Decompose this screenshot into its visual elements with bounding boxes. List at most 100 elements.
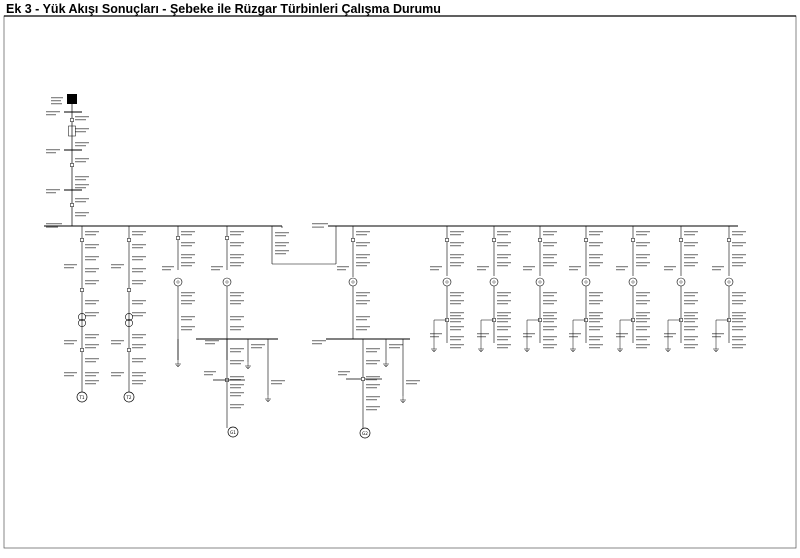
wind-turbine-hub (584, 280, 588, 284)
feeder-result (85, 300, 99, 302)
coupler-result (275, 253, 286, 255)
feeder-result (636, 339, 647, 341)
feeder-result (684, 234, 695, 236)
coupler-result (275, 235, 286, 237)
feeder-result (430, 269, 439, 271)
feeder-result (450, 262, 464, 264)
feeder-result (132, 334, 146, 336)
feeder-result (85, 244, 99, 246)
measurement-block (68, 125, 76, 137)
branch-result (75, 212, 89, 214)
breaker-symbol (80, 238, 84, 242)
feeder-result (230, 245, 241, 247)
feeder-result (636, 295, 647, 297)
feeder-result (636, 329, 647, 331)
generator-g2 (359, 427, 371, 439)
feeder-result (450, 265, 461, 267)
feeder-result (181, 300, 195, 302)
feeder-result (230, 257, 241, 259)
feeder-result (636, 344, 650, 346)
feeder-result (230, 295, 241, 297)
feeder-result (356, 295, 367, 297)
feeder-result (366, 396, 380, 398)
feeder-result (430, 266, 442, 268)
page-title: Ek 3 - Yük Akışı Sonuçları - Şebeke ile … (6, 2, 441, 16)
feeder-result (497, 318, 511, 320)
feeder-result (366, 384, 380, 386)
feeder-result (732, 234, 743, 236)
bus-result (46, 189, 60, 191)
wind-turbine-hub (176, 280, 180, 284)
busbar-result (312, 226, 324, 228)
wind-turbine-circle (535, 277, 545, 287)
feeder-result (497, 234, 508, 236)
feeder-result (477, 336, 486, 338)
breaker-symbol (127, 238, 131, 242)
wind-turbine-hub (727, 280, 731, 284)
breaker-symbol (80, 288, 84, 292)
feeder-result (684, 339, 695, 341)
feeder-result (712, 333, 724, 335)
feeder-result (450, 315, 461, 317)
feeder-result (684, 295, 695, 297)
feeder-result (230, 384, 244, 386)
feeder-result (181, 254, 195, 256)
feeder-result (543, 326, 557, 328)
feeder-result (497, 231, 511, 233)
feeder-result (450, 329, 461, 331)
breaker-symbol (127, 288, 131, 292)
feeder-result (356, 319, 367, 321)
feeder-result (356, 300, 370, 302)
wind-turbine-hub (679, 280, 683, 284)
feeder-result (684, 318, 698, 320)
feeder-result (132, 358, 146, 360)
bus-result (205, 343, 215, 345)
wind-turbine-circle (222, 277, 232, 287)
breaker-symbol (631, 238, 635, 242)
feeder-result (132, 347, 143, 349)
feeder-result (732, 231, 746, 233)
feeder-result (85, 268, 99, 270)
feeder-result (356, 316, 370, 318)
wind-turbine-hub (225, 280, 229, 284)
feeder-result (356, 292, 370, 294)
bus-result (312, 343, 322, 345)
feeder-result (589, 329, 600, 331)
feeder-result (162, 266, 174, 268)
feeder-result (85, 259, 96, 261)
feeder-result (230, 376, 244, 378)
breaker-symbol (727, 238, 731, 242)
bus-result (46, 152, 56, 154)
feeder-result (132, 303, 143, 305)
feeder-result (356, 245, 367, 247)
feeder-result (450, 336, 464, 338)
feeder-result (543, 292, 557, 294)
bus-result (46, 114, 56, 116)
feeder-result (211, 266, 223, 268)
feeder-result (337, 266, 349, 268)
feeder-result (366, 379, 377, 381)
feeder-result (85, 347, 96, 349)
feeder-result (636, 321, 647, 323)
feeder-result (589, 300, 603, 302)
feeder-result (684, 300, 698, 302)
feeder-result (636, 347, 647, 349)
branch-result (75, 158, 89, 160)
feeder-result (111, 375, 121, 377)
feeder-result (684, 321, 695, 323)
feeder-result (732, 315, 743, 317)
breaker-symbol (351, 238, 355, 242)
feeder-result (543, 344, 557, 346)
feeder-result (356, 254, 370, 256)
feeder-result (85, 358, 99, 360)
feeder-result (132, 256, 146, 258)
feeder-result (366, 376, 380, 378)
feeder-result (181, 316, 195, 318)
coupler-result (275, 232, 289, 234)
feeder-result (589, 315, 600, 317)
feeder-result (589, 295, 600, 297)
feeder-result (636, 257, 647, 259)
feeder-result (111, 340, 124, 342)
feeder-result (389, 344, 403, 346)
feeder-result (230, 329, 241, 331)
